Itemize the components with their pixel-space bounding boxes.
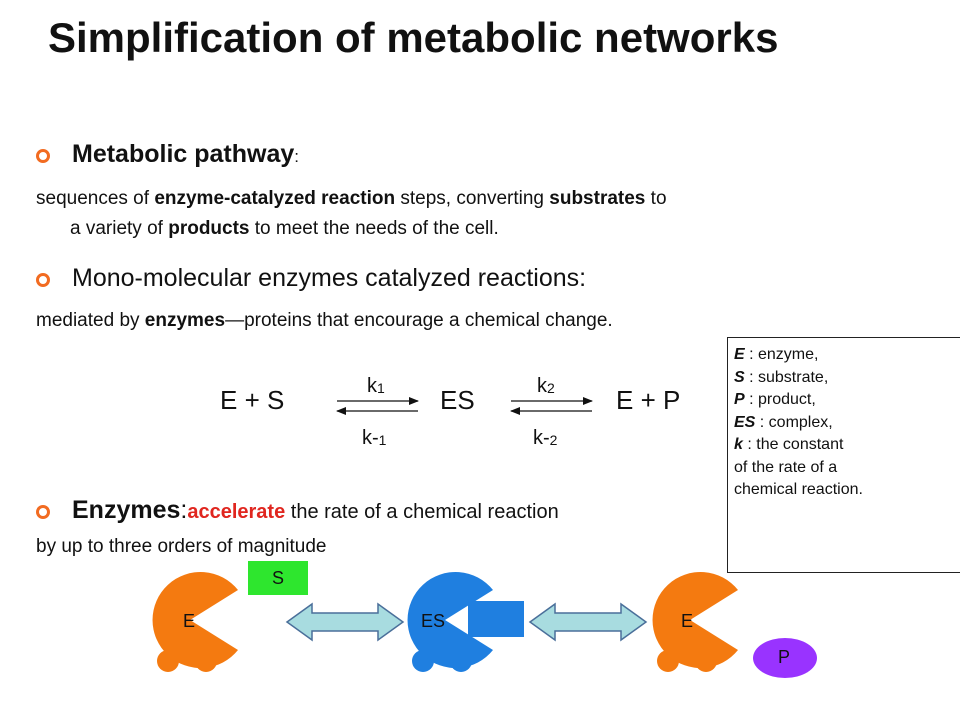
text-fragment: to [645, 188, 667, 209]
rate-subscript: 1 [378, 432, 387, 448]
legend-desc: : enzyme, [744, 346, 819, 363]
rate-symbol: k- [362, 427, 379, 449]
legend-symbol: ES [734, 413, 756, 431]
legend-line-6: of the rate of a [734, 458, 838, 476]
rate-k-minus-2: k-2 [533, 427, 557, 450]
mono-molecular-heading: Mono-molecular enzymes catalyzed reactio… [72, 264, 587, 292]
circle-bullet-icon [36, 149, 50, 163]
enzyme-shape-1 [152, 572, 238, 672]
metabolic-pathway-colon: : [294, 147, 299, 166]
bold-term-enzymes: enzymes [144, 310, 226, 331]
enzymes-line-2: by up to three orders of magnitude [36, 536, 327, 557]
reaction-left: E + S [220, 385, 285, 415]
metabolic-pathway-text: sequences of enzyme-catalyzed reaction s… [36, 184, 936, 244]
enzyme-label-2: E [681, 611, 694, 631]
double-arrow-1 [285, 602, 405, 642]
legend-desc: : the constant [742, 436, 844, 453]
bold-term-substrates: substrates [549, 188, 646, 209]
legend-line-7: chemical reaction. [734, 481, 863, 498]
legend-symbol: E [734, 346, 745, 363]
bold-term-enzyme-catalyzed: enzyme-catalyzed reaction [154, 188, 396, 209]
legend-item-substrate: S : substrate, [734, 367, 956, 390]
enzymes-mediated-text: mediated by enzymes—proteins that encour… [36, 306, 613, 336]
rate-subscript: 2 [549, 432, 558, 448]
text-fragment: a variety of [70, 218, 169, 239]
reaction-middle: ES [440, 385, 475, 415]
complex-shape [407, 572, 524, 672]
double-arrow-2 [528, 602, 648, 642]
bullet-metabolic-pathway: Metabolic pathway: [36, 140, 299, 169]
text-fragment: sequences of [36, 188, 155, 209]
enzyme-shape-2 [652, 572, 738, 672]
product-ellipse [753, 638, 817, 678]
legend-symbol: S [734, 368, 745, 386]
rate-k2: k2 [537, 375, 555, 398]
legend-symbol: k [734, 436, 743, 453]
enzymes-sentence: accelerate the rate of a chemical reacti… [187, 501, 558, 524]
legend-box: E : enzyme, S : substrate, P : product, … [727, 337, 960, 573]
circle-bullet-icon [36, 273, 50, 287]
legend-desc: : complex, [755, 413, 833, 431]
substrate-box: S [248, 561, 308, 595]
text-fragment: the rate of a chemical reaction [285, 501, 559, 523]
text-fragment: mediated by [36, 310, 145, 331]
substrate-label: S [271, 567, 284, 588]
rate-subscript: 1 [377, 380, 385, 396]
reaction-right: E + P [616, 385, 681, 415]
text-fragment: to meet the needs of the cell. [249, 218, 499, 239]
legend-symbol: P [734, 391, 745, 408]
enzymes-heading: Enzymes [72, 496, 181, 524]
bold-term-products: products [168, 218, 250, 239]
legend-item-constant: k : the constant [734, 434, 956, 457]
rate-symbol: k- [533, 427, 550, 449]
accelerate-highlight: accelerate [187, 501, 286, 523]
rate-symbol: k [367, 375, 377, 397]
legend-item-product: P : product, [734, 389, 956, 412]
product-label: P [778, 647, 791, 667]
bullet-enzymes: Enzymes: accelerate the rate of a chemic… [36, 496, 559, 525]
legend-item-complex: ES : complex, [734, 412, 956, 435]
enzyme-label-1: E [183, 611, 196, 631]
rate-symbol: k [537, 375, 547, 397]
complex-label: ES [421, 611, 446, 631]
rate-k-minus-1: k-1 [362, 427, 386, 450]
rate-k1: k1 [367, 375, 385, 398]
circle-bullet-icon [36, 505, 50, 519]
legend-desc: : product, [744, 391, 816, 408]
page-title: Simplification of metabolic networks [48, 14, 779, 61]
text-fragment: —proteins that encourage a chemical chan… [225, 310, 613, 331]
text-fragment: steps, converting [395, 188, 550, 209]
legend-item-enzyme: E : enzyme, [734, 344, 956, 367]
legend-desc: : substrate, [744, 368, 829, 386]
enzymes-colon: : [180, 496, 188, 524]
metabolic-pathway-heading: Metabolic pathway [72, 140, 295, 168]
text-line-2: a variety of products to meet the needs … [36, 214, 936, 244]
bullet-mono-molecular: Mono-molecular enzymes catalyzed reactio… [36, 264, 586, 293]
rate-subscript: 2 [547, 380, 555, 396]
